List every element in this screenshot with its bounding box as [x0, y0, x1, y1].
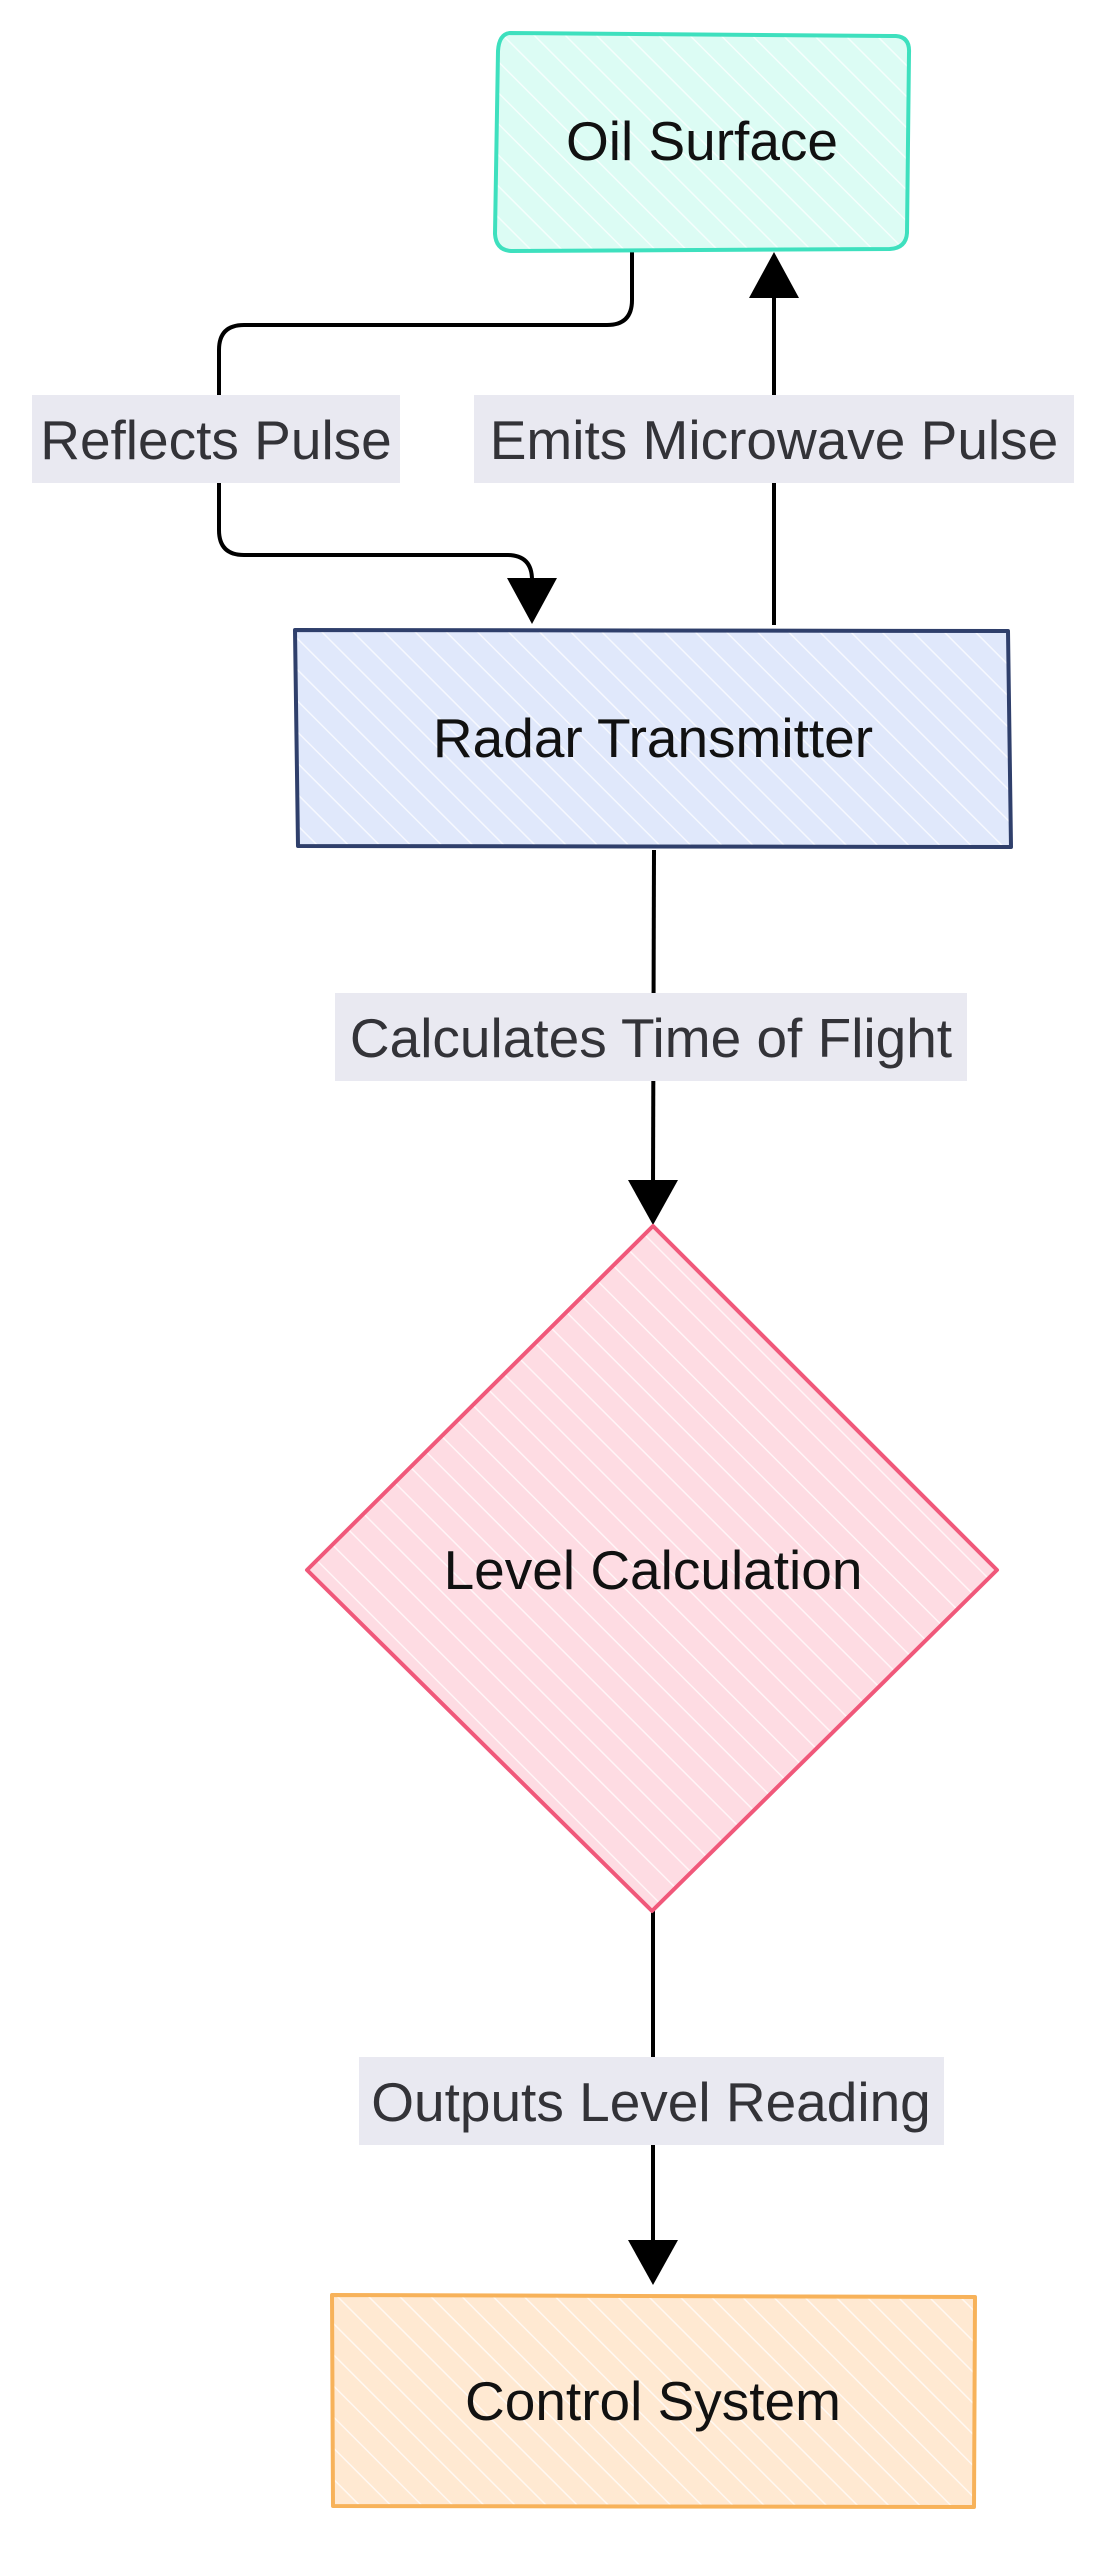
edge-emits-pulse-arrowhead [749, 252, 799, 298]
edge-emits-microwave-pulse: Emits Microwave Pulse [474, 252, 1074, 625]
edge-emits-pulse-label: Emits Microwave Pulse [490, 409, 1058, 471]
node-control-system-border [330, 2293, 977, 2509]
node-control-system-hatch [334, 2296, 974, 2506]
edge-outputs-reading-label-bg [359, 2057, 944, 2145]
edge-time-of-flight-label-bg [335, 993, 967, 1081]
node-oil-surface-hatch [496, 35, 908, 250]
edge-emits-pulse-label-bg [474, 395, 1074, 483]
edge-reflects-pulse-label-bg [32, 395, 400, 483]
node-radar-transmitter-hatch [297, 631, 1010, 845]
node-radar-transmitter-border [293, 628, 1013, 849]
node-radar-transmitter: Radar Transmitter [293, 628, 1013, 849]
node-level-calculation-label: Level Calculation [444, 1539, 863, 1601]
node-oil-surface: Oil Surface [493, 31, 912, 253]
edge-reflects-pulse-arrowhead [507, 578, 557, 624]
node-oil-surface-label: Oil Surface [566, 110, 838, 172]
edge-outputs-reading-label: Outputs Level Reading [371, 2071, 931, 2133]
node-level-calculation-border [305, 1224, 999, 1913]
edge-reflects-pulse: Reflects Pulse [32, 250, 634, 624]
edge-time-of-flight-label: Calculates Time of Flight [350, 1007, 952, 1069]
edge-time-of-flight-arrowhead [628, 1180, 678, 1225]
edge-calculates-time-of-flight: Calculates Time of Flight [335, 849, 967, 1225]
node-control-system-label: Control System [465, 2370, 841, 2432]
node-control-system: Control System [330, 2293, 977, 2509]
edge-outputs-level-reading: Outputs Level Reading [359, 1910, 944, 2285]
edge-outputs-reading-arrowhead [628, 2240, 678, 2285]
edge-reflects-pulse-label: Reflects Pulse [40, 409, 392, 471]
node-level-calculation: Level Calculation [305, 1224, 999, 1913]
node-radar-transmitter-label: Radar Transmitter [433, 707, 873, 769]
node-oil-surface-border [493, 31, 912, 253]
